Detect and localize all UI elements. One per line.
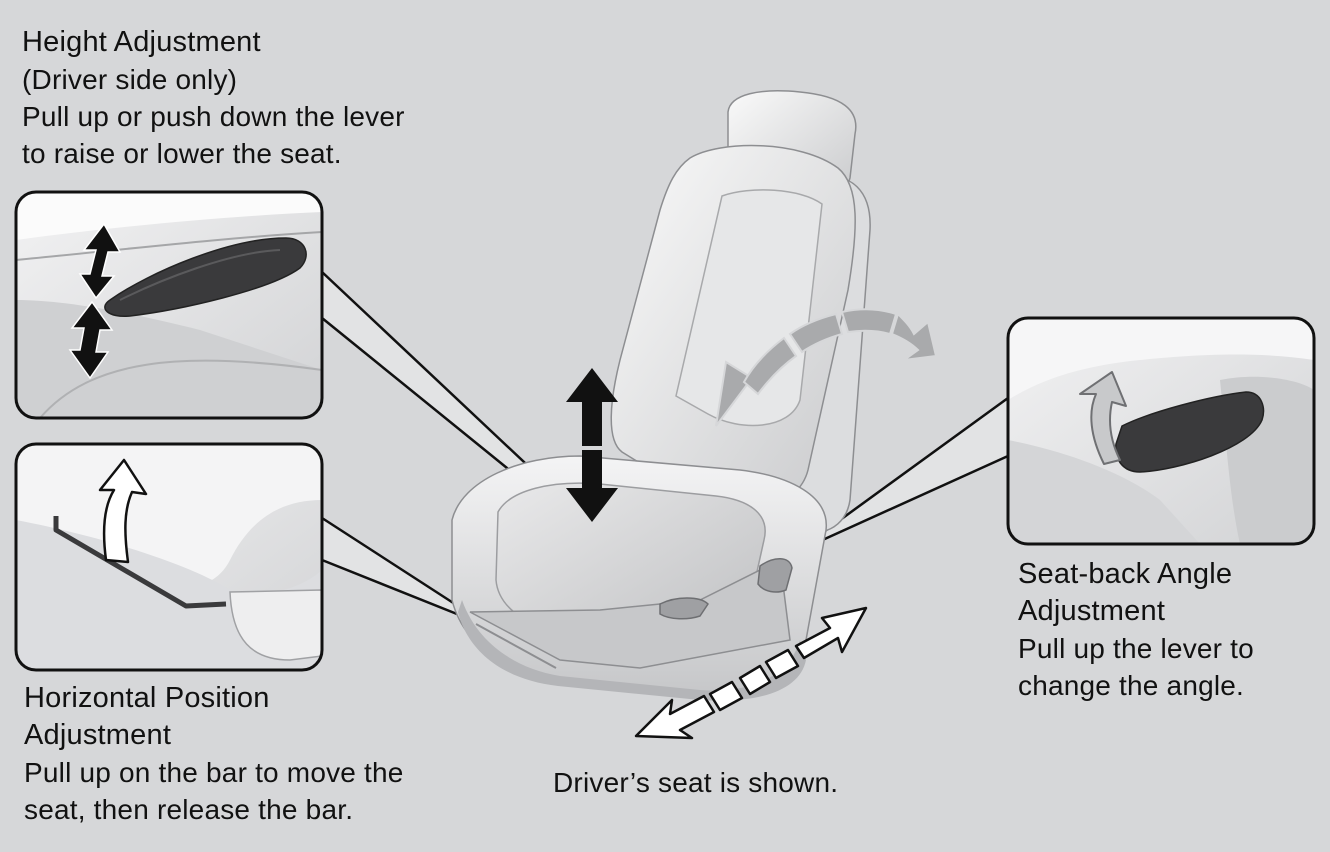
seatback-adjustment-text: Seat-back Angle Adjustment Pull up the l… <box>1018 556 1254 704</box>
horizontal-adjustment-title-line2: Adjustment <box>24 719 172 751</box>
figure-caption: Driver’s seat is shown. <box>553 767 839 798</box>
seatback-adjustment-line1: Pull up the lever to <box>1018 633 1254 664</box>
horizontal-adjustment-text: Horizontal Position Adjustment Pull up o… <box>24 680 404 828</box>
horizontal-adjustment-line1: Pull up on the bar to move the <box>24 757 404 788</box>
horizontal-bar-callout <box>14 442 324 672</box>
height-arrow <box>566 368 618 522</box>
height-adjustment-line1: Pull up or push down the lever <box>22 101 405 132</box>
height-lever-callout <box>14 190 324 420</box>
horizontal-adjustment-line2: seat, then release the bar. <box>24 794 354 825</box>
height-lever <box>104 237 307 317</box>
recline-arrow <box>715 308 938 427</box>
seatback-adjustment-line2: change the angle. <box>1018 670 1245 701</box>
seatback-lever-callout <box>1006 316 1316 546</box>
height-adjustment-title: Height Adjustment <box>22 26 261 58</box>
height-adjustment-text: Height Adjustment (Driver side only) Pul… <box>22 24 405 172</box>
height-adjustment-note: (Driver side only) <box>22 64 238 95</box>
horizontal-adjustment-title-line1: Horizontal Position <box>24 682 270 714</box>
seat-illustration <box>451 90 871 701</box>
seatback-adjustment-title-line1: Seat-back Angle <box>1018 558 1233 590</box>
adjustment-bar <box>53 516 227 609</box>
height-adjustment-line2: to raise or lower the seat. <box>22 138 342 169</box>
fore-aft-arrow <box>634 606 868 740</box>
seatback-lever <box>1114 391 1265 473</box>
seatback-adjustment-title-line2: Adjustment <box>1018 595 1166 627</box>
